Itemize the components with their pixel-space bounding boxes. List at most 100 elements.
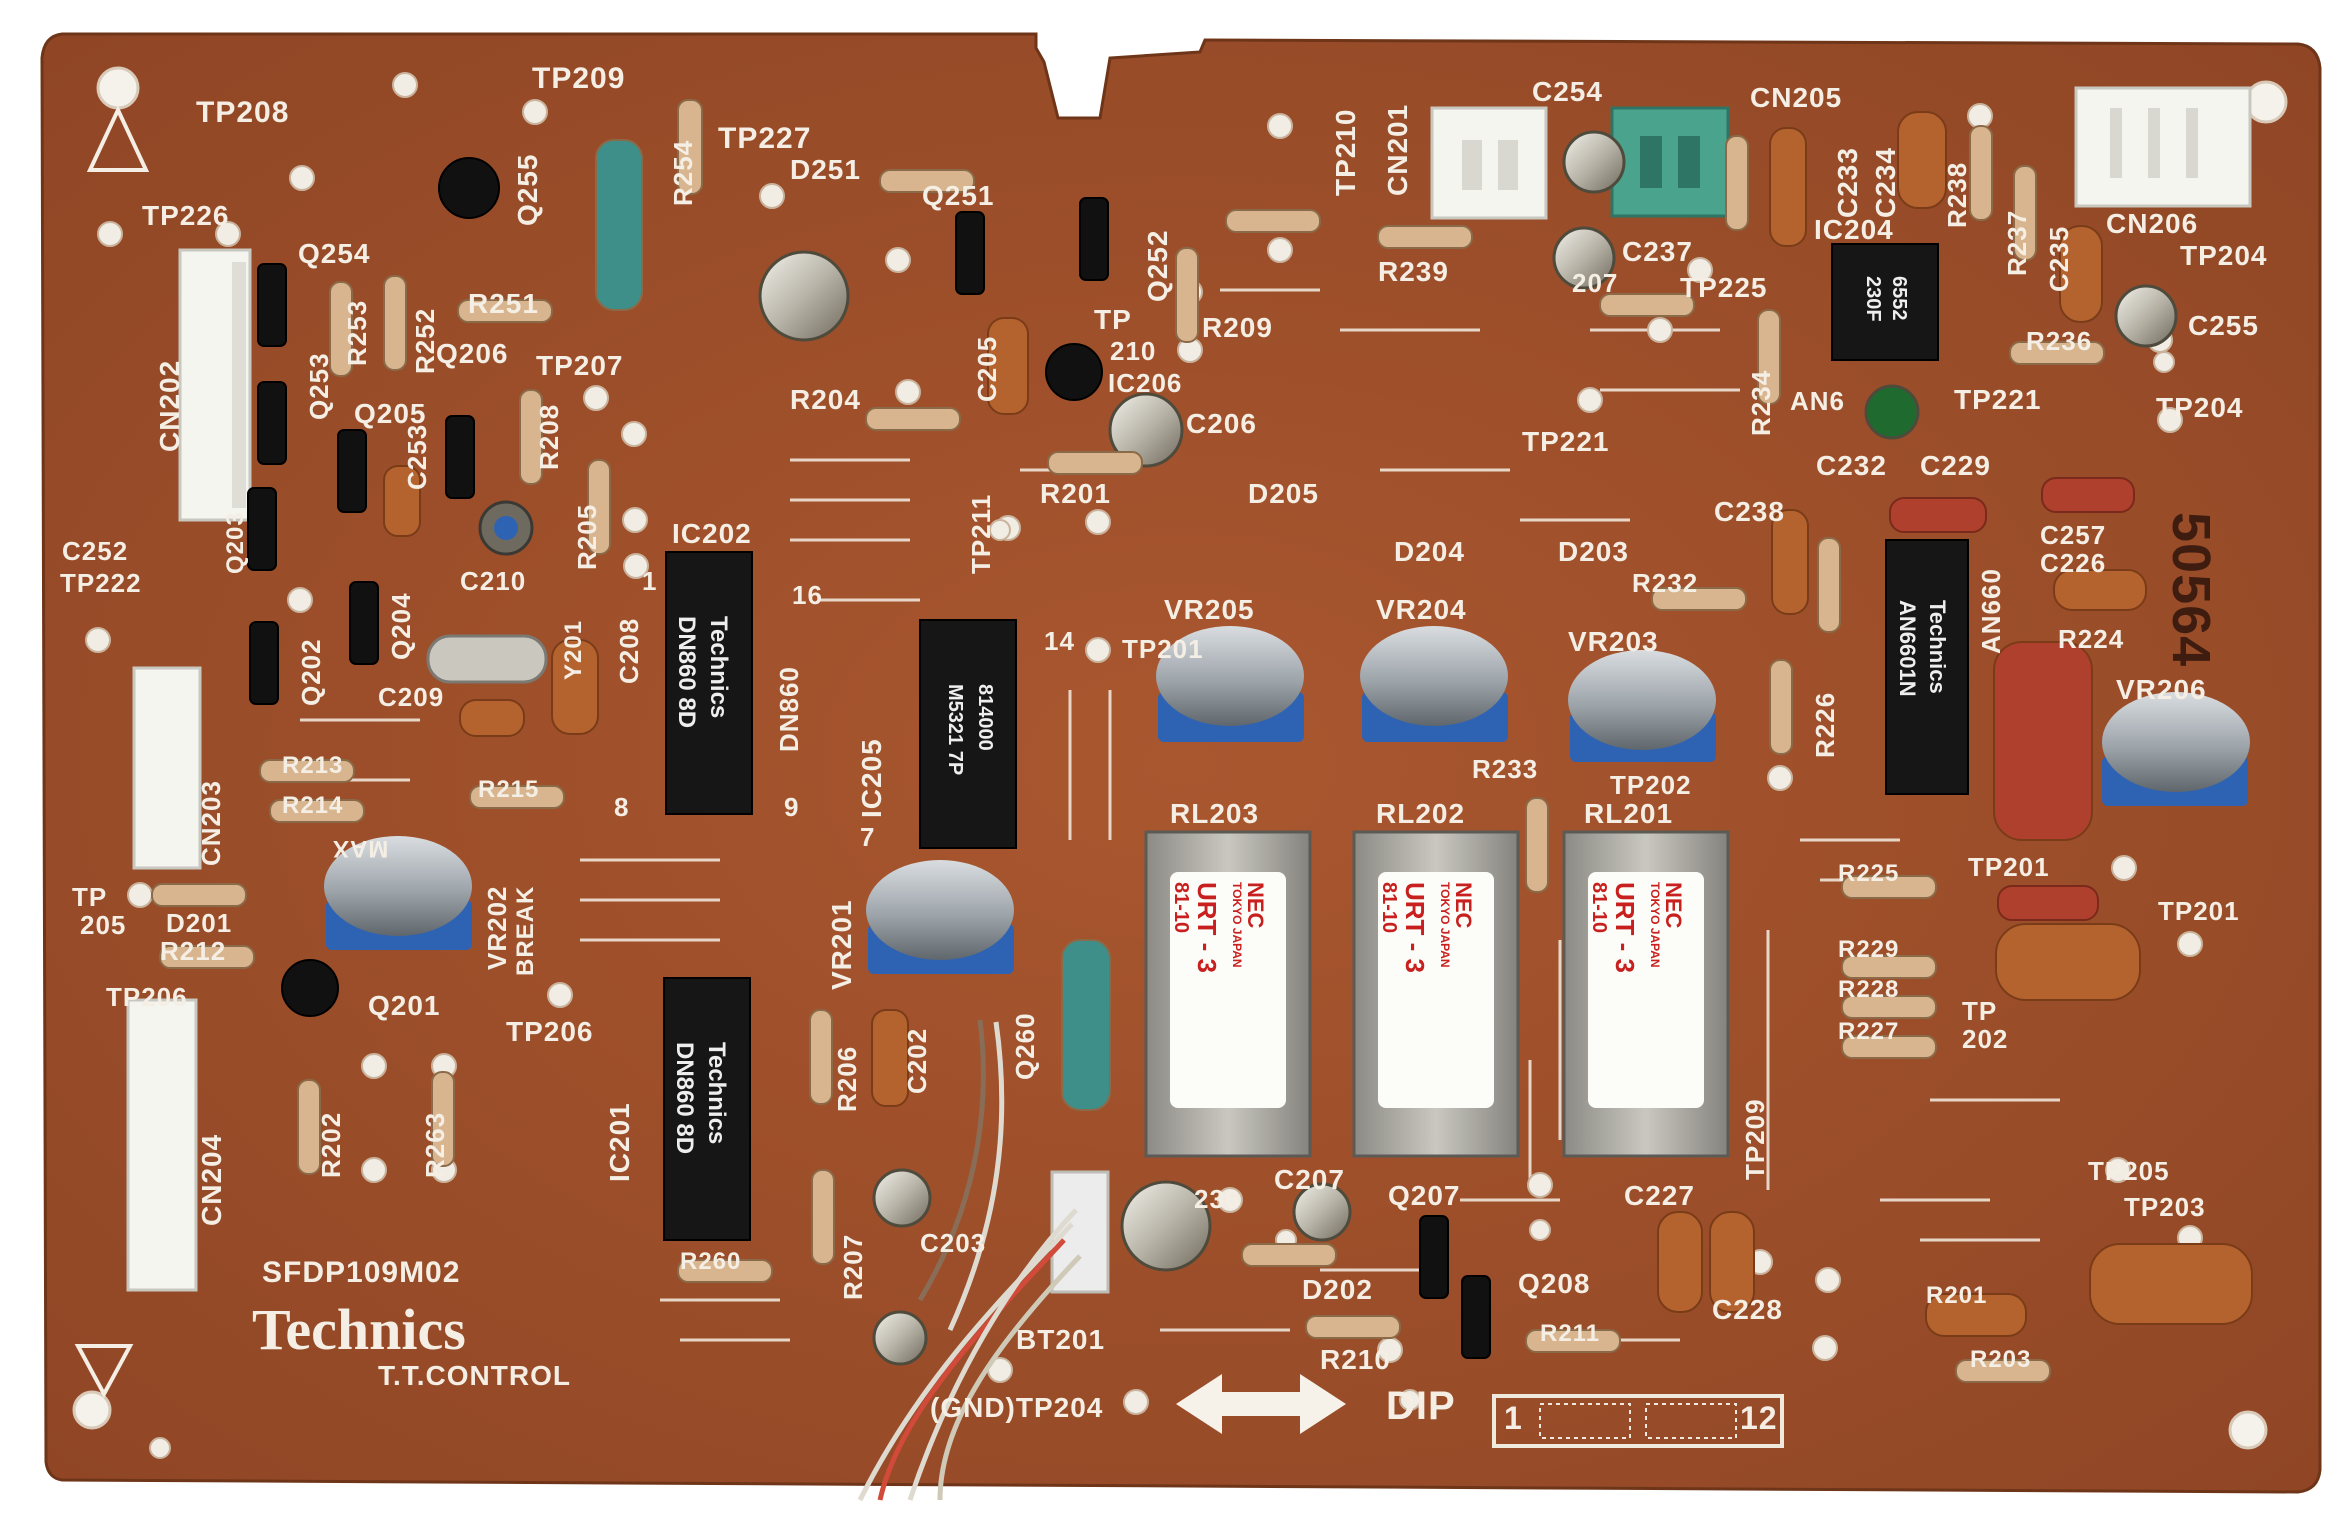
ref-label: D251 xyxy=(790,154,861,185)
ref-label: C202 xyxy=(902,1027,932,1094)
ref-label: R204 xyxy=(790,384,861,415)
ref-label: Q255 xyxy=(512,153,543,227)
ref-label: C238 xyxy=(1714,496,1785,527)
rl201-maker: TOKYO JAPAN xyxy=(1648,882,1662,968)
mounting-holes xyxy=(72,66,2288,1450)
connector-cn206 xyxy=(2074,86,2252,208)
ref-label: TP xyxy=(72,882,108,912)
ref-label: Q260 xyxy=(1010,1012,1040,1080)
ref-label: IC201 xyxy=(604,1102,635,1182)
ref-label: D203 xyxy=(1558,536,1629,567)
ref-label: VR206 xyxy=(2116,674,2207,705)
ref-label: 205 xyxy=(80,910,127,940)
ref-label: C252 xyxy=(62,536,129,566)
ref-label: CN204 xyxy=(196,1133,227,1226)
ref-label: RL202 xyxy=(1376,798,1466,829)
ref-label: C228 xyxy=(1712,1294,1783,1325)
ref-label: 236 xyxy=(1194,1184,1241,1214)
ref-label: IC202 xyxy=(672,518,752,549)
ref-label: R210 xyxy=(1320,1344,1391,1375)
connector-cn201 xyxy=(1430,106,1548,220)
ref-label: VR201 xyxy=(826,899,857,990)
ref-label: C235 xyxy=(2044,225,2074,292)
board-part-number: SFDP109M02 xyxy=(262,1256,461,1289)
ref-label: TP201 xyxy=(1968,852,2050,882)
dip-end-number: 12 xyxy=(1740,1400,1778,1436)
ref-label: TP221 xyxy=(1954,384,2042,415)
ref-label: R253 xyxy=(342,299,372,366)
ref-label: RL203 xyxy=(1170,798,1260,829)
ref-label: 207 xyxy=(1572,268,1619,298)
ref-label: BREAK xyxy=(512,885,539,976)
ref-label: TP201 xyxy=(2158,896,2240,926)
ref-label: R263 xyxy=(420,1111,450,1178)
ref-label: C237 xyxy=(1622,236,1693,267)
ref-label: 14 xyxy=(1044,626,1075,656)
ref-label: CN203 xyxy=(196,780,226,866)
ref-label: R206 xyxy=(832,1045,862,1112)
rl202-model: URT - 3 xyxy=(1400,882,1430,973)
ic201-marking-brand: Technics xyxy=(703,1042,730,1145)
ref-label: MAX xyxy=(332,835,389,862)
ref-label: R238 xyxy=(1942,161,1972,228)
ref-label: RL201 xyxy=(1584,798,1674,829)
ref-label: TP210 xyxy=(1330,108,1361,197)
dip-switch-outline xyxy=(1492,1394,1784,1448)
ref-label: TP222 xyxy=(60,568,142,598)
ic202-marking-part: DN860 8D xyxy=(673,616,700,729)
rl202-lot: 81-10 xyxy=(1378,882,1400,934)
ref-label: 202 xyxy=(1962,1024,2009,1054)
ref-label: Q254 xyxy=(298,238,371,269)
transistors xyxy=(247,157,1491,1359)
ref-label: VR205 xyxy=(1164,594,1255,625)
ref-label: CN205 xyxy=(1750,82,1843,113)
ic204-marking-lot: 230F xyxy=(1862,276,1884,322)
connector-green xyxy=(1610,106,1730,218)
ref-label: R260 xyxy=(680,1248,742,1275)
ref-label: D204 xyxy=(1394,536,1465,567)
ref-label: TP226 xyxy=(142,200,230,231)
ref-label: 9 xyxy=(784,792,800,822)
ref-label: R229 xyxy=(1838,936,1900,963)
board-brand: Technics xyxy=(252,1297,466,1362)
ic202-chip xyxy=(665,551,753,815)
ref-label: Q251 xyxy=(922,180,995,211)
resistors xyxy=(151,99,2105,1383)
ref-label: TP201 xyxy=(1122,634,1204,664)
ref-label: C255 xyxy=(2188,310,2259,341)
ref-label: C226 xyxy=(2040,548,2107,578)
relay-rl201 xyxy=(1562,830,1730,1158)
ref-label: C210 xyxy=(460,566,527,596)
ref-label: TP204 xyxy=(2180,240,2268,271)
ref-label: R237 xyxy=(2002,209,2032,276)
ref-label: CN202 xyxy=(154,359,185,452)
red-film-capacitors xyxy=(1889,477,2135,921)
side-serial-number: 50564 xyxy=(2161,512,2221,668)
ref-label: R224 xyxy=(2058,624,2125,654)
relay-rl202 xyxy=(1352,830,1520,1158)
ref-label: C208 xyxy=(614,617,644,684)
ref-label: IC204 xyxy=(1814,214,1894,245)
rl201-lot: 81-10 xyxy=(1588,882,1610,934)
ic202-marking-brand: Technics xyxy=(705,616,732,719)
ref-label: C207 xyxy=(1274,1164,1345,1195)
ref-label: R251 xyxy=(468,288,539,319)
ref-label: C257 xyxy=(2040,520,2107,550)
ref-label: TP225 xyxy=(1680,272,1768,303)
connector-cn203 xyxy=(132,666,202,870)
ref-label: AN660 xyxy=(1976,568,2006,654)
ref-label: IC205 xyxy=(856,738,887,818)
trimpots xyxy=(324,626,2250,974)
ref-label: R232 xyxy=(1632,568,1699,598)
ref-label: Y201 xyxy=(560,619,587,680)
ref-label: R227 xyxy=(1838,1018,1900,1045)
ref-label: Q204 xyxy=(386,592,416,660)
relay-rl203 xyxy=(1144,830,1312,1158)
ic205-marking-part: M5321 7P xyxy=(944,684,966,776)
ref-label: R225 xyxy=(1838,860,1900,887)
ref-label: (GND)TP204 xyxy=(930,1392,1104,1423)
ref-label: BT201 xyxy=(1016,1324,1106,1355)
ref-label: VR202 xyxy=(482,885,512,971)
ref-label: R208 xyxy=(534,403,564,470)
pcb-substrate xyxy=(40,32,2322,1494)
